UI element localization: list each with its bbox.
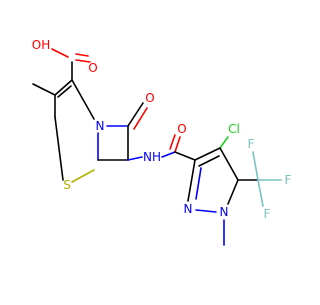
- bond-c3pz-n2: [187, 159, 196, 202]
- atom-label-amide-nh: NH: [143, 150, 161, 164]
- atom-label-fluoro-2: F: [285, 173, 292, 187]
- atom-label-lactam-o: O: [145, 91, 154, 105]
- bond-c3pz-c4pz: [194, 147, 221, 161]
- bond-c3pz-n2-dbl: [195, 167, 202, 200]
- bond-c7-nh: [127, 156, 143, 161]
- atom-label-ring-s: S: [63, 178, 71, 192]
- bond-c4pz-cl: [219, 136, 229, 149]
- atom-label-fluoro-3: F: [264, 207, 271, 221]
- bond-c2-c3: [54, 79, 73, 96]
- atom-label-fluoro-1: F: [248, 137, 255, 151]
- bond-c2-c3-double: [57, 85, 72, 98]
- bond-c-c3pz: [174, 151, 196, 161]
- bonds: [32, 48, 282, 246]
- atom-label-pyrazole-n2: N: [184, 202, 193, 216]
- bond-c-amide-o-2: [169, 134, 176, 150]
- bond-s-c6: [71, 169, 95, 183]
- bond-c8-o: [127, 102, 144, 127]
- atom-label-carboxyl-oh: OH: [32, 38, 50, 52]
- atom-label-ring-n: N: [96, 119, 105, 133]
- bond-c3pz-c4pz-dbl: [198, 155, 220, 167]
- atom-label-pyrazole-n1: N: [220, 205, 229, 219]
- bond-c3-methyl: [32, 83, 56, 96]
- bond-nh-c: [161, 151, 176, 158]
- bond-cf3-f1: [252, 151, 259, 181]
- atom-labels: OH O O N S NH O Cl N N F F F: [32, 38, 292, 221]
- bond-c5pz-n1: [227, 179, 239, 205]
- atom-label-carboxyl-o: O: [88, 61, 97, 75]
- bond-c2-n: [71, 79, 95, 120]
- bond-c-o-b: [75, 53, 89, 57]
- bond-oh-c: [51, 48, 69, 58]
- bond-c-o-a: [75, 59, 91, 63]
- bond-c4pz-c5pz: [219, 147, 239, 181]
- bond-n2-n1: [195, 209, 217, 213]
- bond-c-amide-o: [174, 136, 181, 153]
- atom-label-amide-o: O: [177, 122, 186, 136]
- atom-label-chloro: Cl: [228, 122, 240, 136]
- bond-cf3-f3: [257, 179, 264, 207]
- bond-c8-o-double: [133, 107, 148, 130]
- molecule-structure: OH O O N S NH O Cl N N F F F: [32, 38, 292, 246]
- structure-svg: OH O O N S NH O Cl N N F F F: [32, 38, 292, 246]
- bond-c4-s: [54, 116, 64, 181]
